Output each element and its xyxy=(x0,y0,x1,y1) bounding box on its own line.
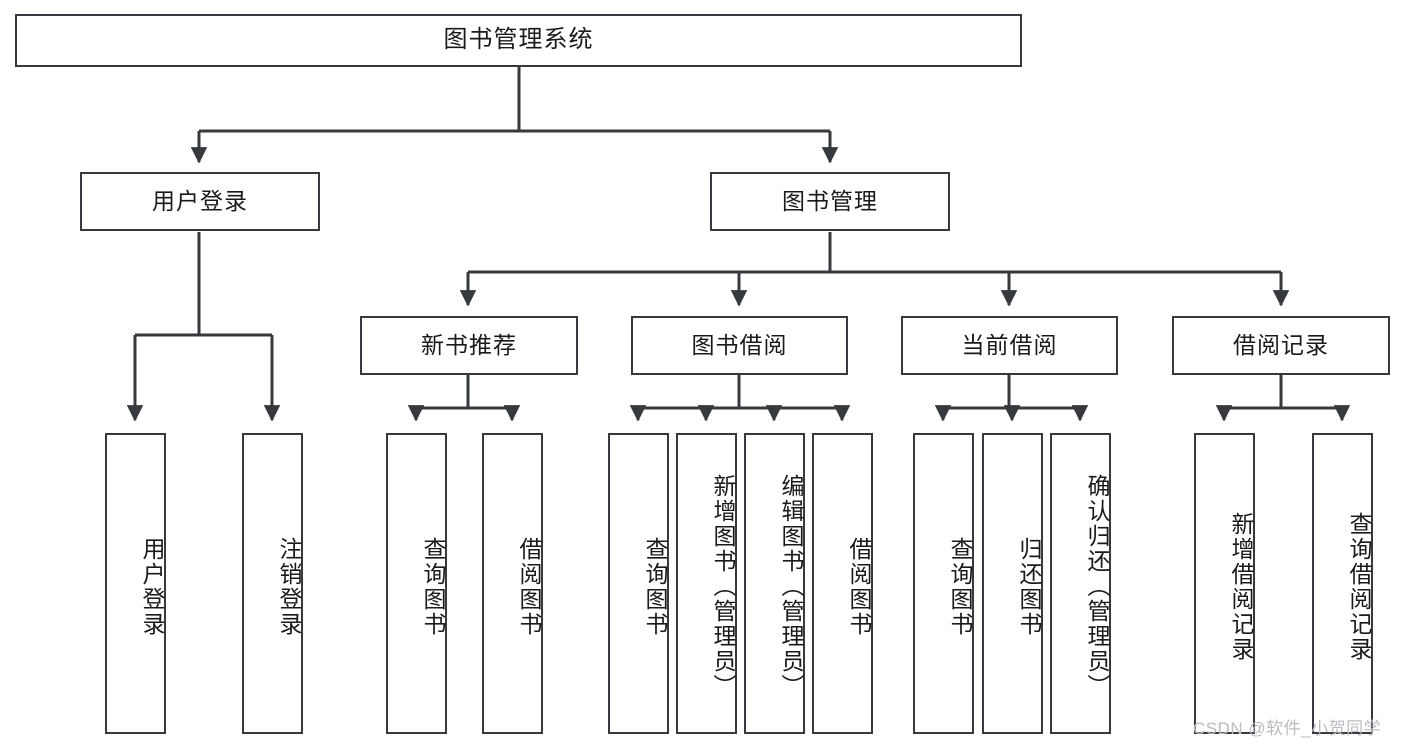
node-new-book-recommend[interactable]: 新书推荐 xyxy=(360,316,578,375)
leaf-edit-book[interactable]: 编辑图书（管理员） xyxy=(744,433,805,734)
leaf-logout-login[interactable]: 注销登录 xyxy=(242,433,303,734)
leaf-borrow-book-1[interactable]: 借阅图书 xyxy=(482,433,543,734)
leaf-query-book-2[interactable]: 查询图书 xyxy=(608,433,669,734)
leaf-user-login[interactable]: 用户登录 xyxy=(105,433,166,734)
leaf-add-record[interactable]: 新增借阅记录 xyxy=(1194,433,1255,734)
node-book-management[interactable]: 图书管理 xyxy=(710,172,950,231)
leaf-query-book-1[interactable]: 查询图书 xyxy=(386,433,447,734)
leaf-confirm-return[interactable]: 确认归还（管理员） xyxy=(1050,433,1111,734)
node-book-borrow[interactable]: 图书借阅 xyxy=(631,316,848,375)
node-borrow-record[interactable]: 借阅记录 xyxy=(1172,316,1390,375)
leaf-query-record[interactable]: 查询借阅记录 xyxy=(1312,433,1373,734)
leaf-return-book[interactable]: 归还图书 xyxy=(982,433,1043,734)
leaf-add-book[interactable]: 新增图书（管理员） xyxy=(676,433,737,734)
node-user-login[interactable]: 用户登录 xyxy=(80,172,320,231)
leaf-borrow-book-2[interactable]: 借阅图书 xyxy=(812,433,873,734)
node-current-borrow[interactable]: 当前借阅 xyxy=(901,316,1118,375)
node-root-system[interactable]: 图书管理系统 xyxy=(15,14,1022,67)
leaf-query-book-3[interactable]: 查询图书 xyxy=(913,433,974,734)
